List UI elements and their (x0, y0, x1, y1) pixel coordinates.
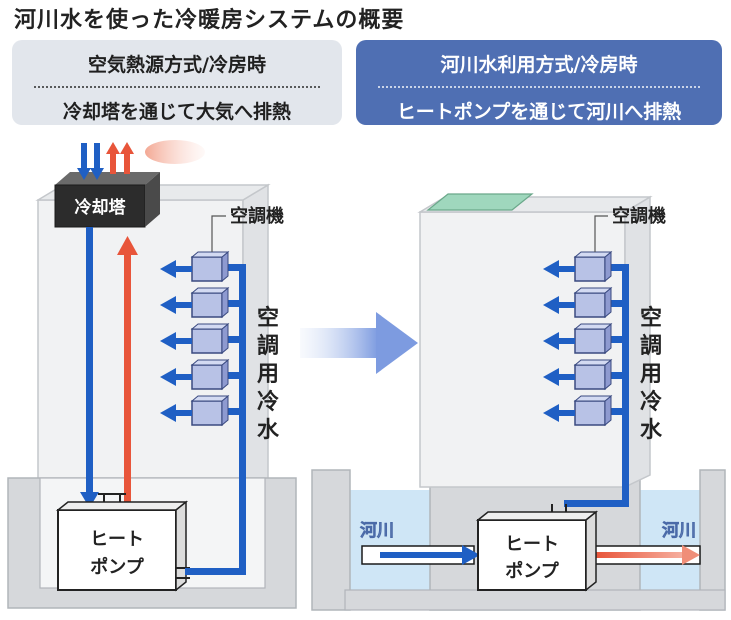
left-ac-unit-label: 空調機 (230, 205, 284, 227)
left-cold-return-pipe (86, 227, 93, 495)
hot-exhaust-arrows (106, 142, 134, 174)
left-heat-pump: ヒート ポンプ (55, 493, 190, 592)
right-method-header: 河川水利用方式/冷房時 ヒートポンプを通じて河川へ排熱 (356, 40, 722, 125)
left-cold-return-arrowhead (80, 492, 99, 508)
left-heat-pump-label-1: ヒート (90, 529, 144, 550)
right-ac-unit (573, 322, 613, 355)
river-discharge-pipe (587, 545, 701, 565)
right-ac-units (573, 250, 613, 427)
cooling-tower: 冷却塔 (54, 172, 160, 228)
cooling-tower-label: 冷却塔 (75, 197, 127, 218)
right-ac-callout-line (594, 215, 608, 252)
river-label-left: 河川 (360, 521, 394, 541)
left-ac-unit (190, 250, 230, 283)
page-title: 河川水を使った冷暖房システムの概要 (14, 8, 405, 33)
left-ac-unit (190, 322, 230, 355)
left-hot-supply-pipe (124, 252, 131, 510)
left-ac-unit (190, 394, 230, 427)
left-heat-pump-label-2: ポンプ (90, 556, 144, 578)
transition-arrow (300, 312, 418, 374)
left-ac-unit (190, 286, 230, 319)
left-hot-supply-arrowhead (117, 236, 138, 255)
right-chilled-water-loop (564, 264, 629, 507)
right-header-divider (378, 86, 700, 88)
right-header-description: ヒートポンプを通じて河川へ排熱 (396, 101, 682, 123)
left-chilled-water-loop (185, 264, 246, 575)
left-ac-callout-line (211, 215, 226, 252)
cold-air-intake-arrows (77, 143, 104, 180)
left-method-header: 空気熱源方式/冷房時 冷却塔を通じて大気へ排熱 (12, 40, 342, 125)
right-cool-air-arrows (543, 260, 575, 422)
right-ac-unit (573, 250, 613, 283)
left-header-divider (34, 86, 320, 88)
right-ac-unit (573, 358, 613, 391)
left-header-method: 空気熱源方式/冷房時 (88, 54, 266, 76)
right-heat-pump: ヒート ポンプ (475, 504, 599, 592)
exhaust-heat-plume (145, 140, 205, 164)
right-heat-pump-label-2: ポンプ (505, 560, 559, 582)
left-cool-air-arrows (160, 260, 192, 422)
right-ac-unit-label: 空調機 (612, 205, 666, 227)
right-ac-unit (573, 394, 613, 427)
green-roof (426, 193, 534, 211)
right-header-method: 河川水利用方式/冷房時 (440, 54, 638, 76)
left-chilled-water-label: 空調用冷水 (257, 305, 280, 443)
river-intake-pipe (361, 545, 480, 565)
right-chilled-water-label: 空調用冷水 (640, 305, 663, 443)
right-ac-unit (573, 286, 613, 319)
right-heat-pump-label-1: ヒート (505, 534, 559, 555)
river-label-right: 河川 (662, 521, 696, 541)
left-ac-units (190, 250, 230, 427)
left-ac-unit (190, 358, 230, 391)
left-header-description: 冷却塔を通じて大気へ排熱 (62, 101, 291, 123)
